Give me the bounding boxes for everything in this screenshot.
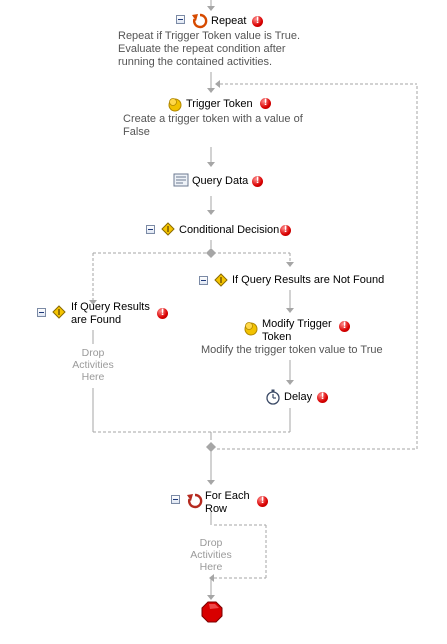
conditional-collapse-toggle[interactable] [146, 225, 155, 234]
not-found-branch-collapse-toggle[interactable] [199, 276, 208, 285]
query-icon [173, 173, 189, 187]
query-data-error-icon[interactable]: ! [252, 176, 263, 187]
repeat-description: Repeat if Trigger Token value is True. E… [118, 30, 301, 68]
for-each-row-error-icon[interactable]: ! [257, 496, 268, 507]
decision-icon [161, 222, 175, 236]
for-each-drop-zone[interactable]: Drop Activities Here [190, 537, 232, 573]
trigger-token-description: Create a trigger token with a value of F… [123, 113, 303, 138]
found-branch-collapse-toggle[interactable] [37, 308, 46, 317]
found-branch-title[interactable]: If Query Results are Found [71, 301, 150, 326]
trigger-token-title[interactable]: Trigger Token [186, 98, 253, 110]
for-each-collapse-toggle[interactable] [171, 495, 180, 504]
token-icon [168, 98, 182, 112]
conditional-decision-error-icon[interactable]: ! [280, 225, 291, 236]
trigger-token-error-icon[interactable]: ! [260, 98, 271, 109]
token-icon [244, 322, 258, 336]
query-data-title[interactable]: Query Data [192, 175, 249, 187]
repeat-title[interactable]: Repeat [211, 15, 247, 27]
stop-octagon-icon[interactable] [201, 601, 223, 623]
loop-icon [187, 493, 203, 509]
repeat-collapse-toggle[interactable] [176, 15, 185, 24]
stopwatch-icon [266, 389, 280, 405]
branch-icon [214, 273, 228, 287]
found-branch-drop-zone[interactable]: Drop Activities Here [72, 347, 114, 383]
delay-error-icon[interactable]: ! [317, 392, 328, 403]
modify-trigger-token-error-icon[interactable]: ! [339, 321, 350, 332]
repeat-error-icon[interactable]: ! [252, 16, 263, 27]
modify-trigger-token-description: Modify the trigger token value to True [201, 344, 383, 356]
found-branch-error-icon[interactable]: ! [157, 308, 168, 319]
not-found-branch-title[interactable]: If Query Results are Not Found [232, 274, 385, 286]
repeat-icon [192, 13, 208, 29]
delay-title[interactable]: Delay [284, 391, 313, 403]
branch-icon [52, 305, 66, 319]
for-each-row-title[interactable]: For Each Row [205, 490, 250, 515]
modify-trigger-token-title[interactable]: Modify Trigger Token [262, 318, 332, 343]
conditional-decision-title[interactable]: Conditional Decision [179, 224, 280, 236]
